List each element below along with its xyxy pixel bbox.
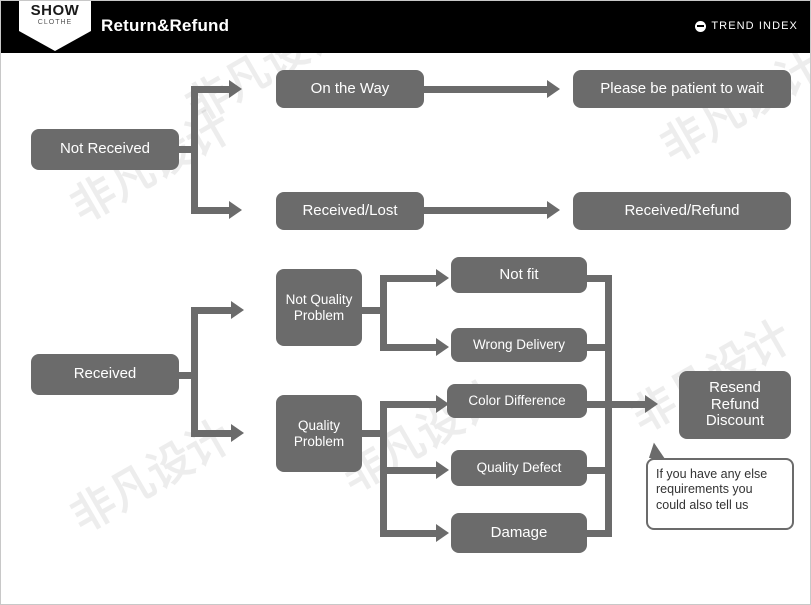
- connector-quality-out: [361, 430, 383, 437]
- arrowhead-resend: [645, 395, 658, 413]
- node-color-difference[interactable]: Color Difference: [447, 384, 587, 418]
- node-wrong-delivery[interactable]: Wrong Delivery: [451, 328, 587, 362]
- connector-bus-to-resend: [605, 401, 647, 408]
- node-received-lost[interactable]: Received/Lost: [276, 192, 424, 230]
- arrowhead-quality: [231, 424, 244, 442]
- arrowhead-please-wait: [547, 80, 560, 98]
- logo-triangle-shape: [19, 31, 91, 51]
- trend-index-badge: TREND INDEX: [695, 20, 798, 32]
- connector-to-color-difference: [380, 401, 438, 408]
- connector-bus-damage: [585, 530, 611, 537]
- connector-not-quality-out: [361, 307, 383, 314]
- connector-to-not-quality: [191, 307, 233, 314]
- flow-diagram: Not Received On the Way Please be patien…: [1, 53, 810, 604]
- connector-received-trunk-h: [179, 372, 195, 379]
- arrowhead-received-lost: [229, 201, 242, 219]
- trend-index-icon: [695, 20, 707, 32]
- arrowhead-wrong-delivery: [436, 338, 449, 356]
- connector-not-quality-vertical: [380, 275, 387, 351]
- arrowhead-color-difference: [436, 395, 449, 413]
- node-quality-defect[interactable]: Quality Defect: [451, 450, 587, 486]
- connector-to-wrong-delivery: [380, 344, 438, 351]
- arrowhead-received-refund: [547, 201, 560, 219]
- connector-to-quality: [191, 430, 233, 437]
- arrowhead-not-fit: [436, 269, 449, 287]
- node-damage[interactable]: Damage: [451, 513, 587, 553]
- node-resend-refund-discount[interactable]: Resend Refund Discount: [679, 371, 791, 439]
- page-header: SHOW CLOTHE Return&Refund TREND INDEX: [1, 1, 810, 53]
- node-not-fit[interactable]: Not fit: [451, 257, 587, 293]
- arrowhead-quality-defect: [436, 461, 449, 479]
- connector-bus-quality-defect: [585, 467, 611, 474]
- node-please-wait[interactable]: Please be patient to wait: [573, 70, 791, 108]
- connector-received-vertical: [191, 307, 198, 437]
- connector-lost-to-refund: [424, 207, 549, 214]
- node-on-the-way[interactable]: On the Way: [276, 70, 424, 108]
- arrowhead-damage: [436, 524, 449, 542]
- connector-to-received-lost: [191, 207, 231, 214]
- page-title: Return&Refund: [101, 16, 230, 35]
- connector-not-received-vertical: [191, 86, 198, 214]
- node-received-refund[interactable]: Received/Refund: [573, 192, 791, 230]
- node-not-quality-problem[interactable]: Not Quality Problem: [276, 269, 362, 346]
- node-not-received[interactable]: Not Received: [31, 129, 179, 170]
- connector-bus-wrong-delivery: [585, 344, 611, 351]
- logo-secondary-text: CLOTHE: [37, 19, 73, 26]
- node-quality-problem[interactable]: Quality Problem: [276, 395, 362, 472]
- connector-bus-color-difference: [585, 401, 611, 408]
- brand-logo: SHOW CLOTHE: [19, 1, 91, 31]
- callout-note: If you have any else requirements you co…: [646, 458, 794, 530]
- connector-to-damage: [380, 530, 438, 537]
- connector-to-not-fit: [380, 275, 438, 282]
- arrowhead-not-quality: [231, 301, 244, 319]
- logo-primary-text: SHOW: [30, 2, 80, 19]
- connector-to-quality-defect: [380, 467, 438, 474]
- arrowhead-on-the-way: [229, 80, 242, 98]
- trend-index-label: TREND INDEX: [711, 20, 798, 32]
- connector-not-received-trunk-h: [179, 146, 195, 153]
- connector-bus-not-fit: [585, 275, 611, 282]
- node-received[interactable]: Received: [31, 354, 179, 395]
- connector-to-on-the-way: [191, 86, 231, 93]
- connector-on-the-way-to-wait: [424, 86, 549, 93]
